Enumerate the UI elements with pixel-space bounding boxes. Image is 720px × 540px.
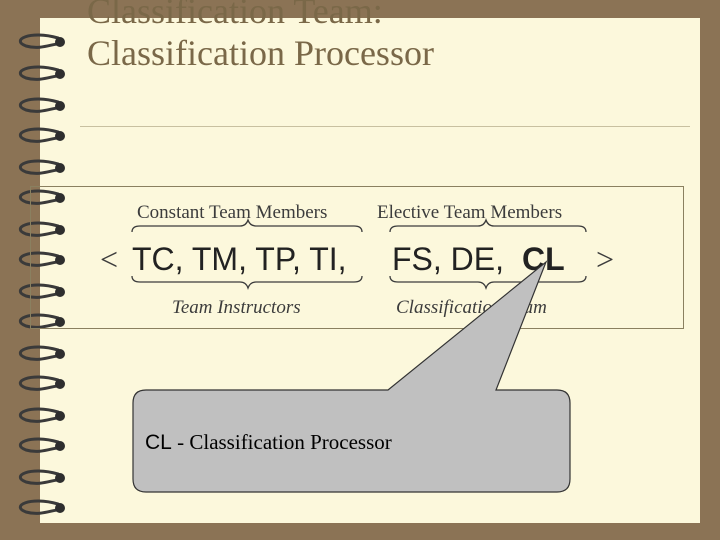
team-instructors-label: Team Instructors xyxy=(172,297,301,318)
callout-text: CL - Classification Processor xyxy=(145,430,392,455)
close-bracket: > xyxy=(596,241,614,277)
callout-description: - Classification Processor xyxy=(171,430,392,454)
slide-title: Classification Team: Classification Proc… xyxy=(87,0,434,74)
constant-members-label: Constant Team Members xyxy=(137,202,327,223)
constant-members-list: TC, TM, TP, TI, xyxy=(132,241,347,277)
title-divider xyxy=(80,126,690,127)
elective-member-cl: CL xyxy=(522,241,565,277)
open-bracket: < xyxy=(100,241,118,277)
slide-title-line-1: Classification Team: xyxy=(87,0,383,31)
spiral-binding xyxy=(18,33,65,515)
figure-frame xyxy=(30,186,684,329)
slide-title-line-2: Classification Processor xyxy=(87,33,434,73)
bottom-braces xyxy=(131,275,587,291)
top-braces xyxy=(131,217,587,233)
elective-members-label: Elective Team Members xyxy=(377,202,562,223)
callout-abbr: CL xyxy=(145,431,172,454)
elective-members-list: FS, DE, xyxy=(392,241,504,277)
